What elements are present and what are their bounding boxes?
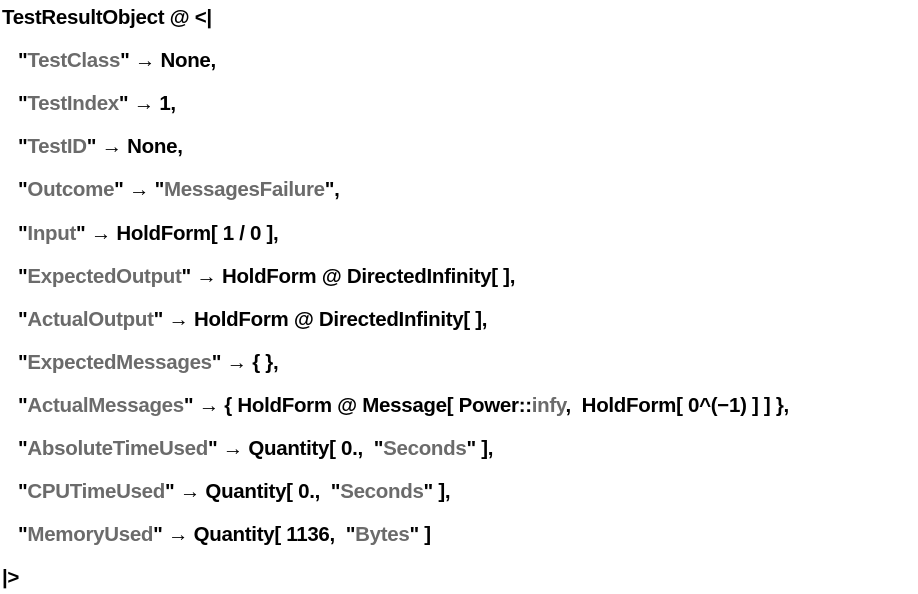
- code-token: ": [18, 178, 28, 202]
- code-token: " ]: [409, 523, 431, 547]
- code-token: ": [18, 350, 28, 374]
- string-token: MessagesFailure: [164, 178, 325, 202]
- rule-line: "TestClass" → None,: [18, 46, 216, 76]
- code-token: " → HoldForm[ 1 / 0 ],: [76, 221, 279, 245]
- code-token: ": [18, 437, 28, 460]
- rule-line: "ActualOutput" → HoldForm @ DirectedInfi…: [18, 305, 487, 335]
- rule-line: "ExpectedMessages" → { },: [18, 348, 279, 378]
- string-token: ExpectedOutput: [27, 264, 182, 288]
- rule-line: "Outcome" → "MessagesFailure",: [18, 175, 340, 205]
- string-token: infy: [531, 393, 566, 417]
- code-token: " → Quantity[ 0., ": [207, 437, 384, 460]
- string-token: Bytes: [355, 523, 410, 547]
- footer-line: |>: [2, 563, 19, 593]
- rule-line: "TestID" → None,: [18, 132, 183, 162]
- code-token: " → 1,: [118, 92, 176, 116]
- code-token: |>: [2, 566, 20, 590]
- code-token: ": [18, 523, 28, 547]
- code-token: " → None,: [120, 49, 216, 73]
- code-token: " → Quantity[ 0., ": [165, 480, 341, 504]
- rule-line: "ActualMessages" → { HoldForm @ Message[…: [18, 391, 789, 421]
- string-token: Seconds: [340, 480, 424, 504]
- string-token: CPUTimeUsed: [27, 480, 166, 504]
- string-token: ActualOutput: [27, 307, 154, 331]
- string-token: TestClass: [27, 49, 121, 73]
- code-token: ": [18, 135, 28, 159]
- code-token: " → { HoldForm @ Message[ Power::: [183, 393, 532, 417]
- code-token: ": [18, 49, 28, 73]
- string-token: Input: [27, 221, 77, 245]
- code-token: " → { },: [211, 350, 279, 374]
- string-token: ExpectedMessages: [27, 350, 212, 374]
- rule-line: "CPUTimeUsed" → Quantity[ 0., "Seconds" …: [18, 477, 451, 507]
- rule-line: "TestIndex" → 1,: [18, 89, 176, 119]
- string-token: ActualMessages: [27, 393, 184, 417]
- rule-line: "MemoryUsed" → Quantity[ 1136, "Bytes" ]: [18, 520, 431, 550]
- string-token: MemoryUsed: [27, 523, 154, 547]
- rule-line: "Input" → HoldForm[ 1 / 0 ],: [18, 219, 279, 249]
- code-token: " → Quantity[ 1136, ": [153, 523, 356, 547]
- code-token: " ],: [466, 437, 494, 460]
- string-token: TestIndex: [27, 92, 119, 116]
- code-token: " → ": [114, 178, 165, 202]
- string-token: AbsoluteTimeUsed: [27, 437, 208, 460]
- rule-line: "ExpectedOutput" → HoldForm @ DirectedIn…: [18, 262, 515, 292]
- code-token: , HoldForm[ 0^(−1) ] ] },: [565, 393, 790, 417]
- string-token: Seconds: [383, 437, 467, 460]
- header-line: TestResultObject @ <|: [2, 3, 212, 33]
- code-token: ": [18, 393, 28, 417]
- code-token: " ],: [423, 480, 451, 504]
- code-token: " → HoldForm @ DirectedInfinity[ ],: [181, 264, 516, 288]
- string-token: TestID: [27, 135, 87, 159]
- rule-line: "AbsoluteTimeUsed" → Quantity[ 0., "Seco…: [18, 434, 494, 464]
- code-token: ": [18, 264, 28, 288]
- code-token: TestResultObject @ <|: [2, 6, 212, 29]
- code-token: ": [18, 92, 28, 116]
- code-token: ",: [324, 178, 340, 202]
- code-token: " → HoldForm @ DirectedInfinity[ ],: [153, 307, 488, 331]
- code-token: " → None,: [86, 135, 183, 159]
- code-token: ": [18, 221, 28, 245]
- string-token: Outcome: [27, 178, 115, 202]
- code-token: ": [18, 480, 28, 504]
- code-token: ": [18, 307, 28, 331]
